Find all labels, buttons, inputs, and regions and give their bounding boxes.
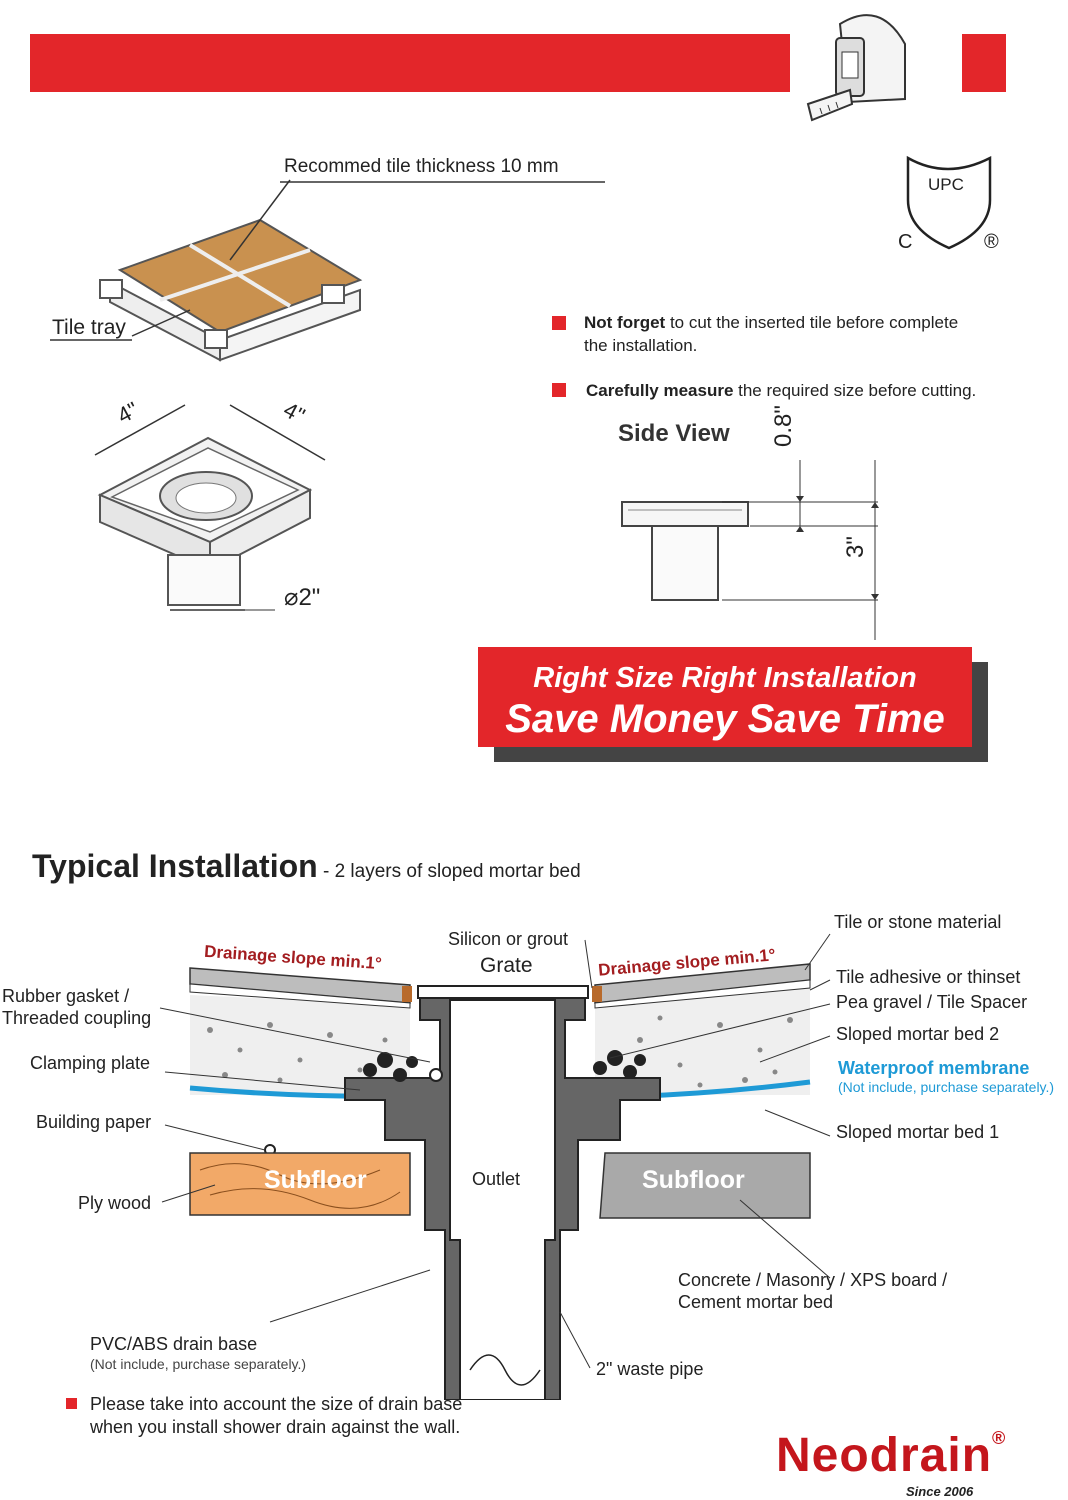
installation-cross-section bbox=[159, 933, 831, 1400]
label-waste-pipe: 2" waste pipe bbox=[596, 1359, 704, 1379]
note-1-rest: to cut the inserted tile before complete bbox=[665, 313, 959, 332]
note-1-line2: the installation. bbox=[584, 336, 698, 355]
note-bullet bbox=[552, 316, 566, 330]
installation-title-rest: - 2 layers of sloped mortar bed bbox=[317, 861, 581, 882]
label-clamping-plate: Clamping plate bbox=[30, 1053, 151, 1073]
side-view-title: Side View bbox=[618, 420, 730, 447]
tile-tray-label: Tile tray bbox=[52, 316, 126, 339]
label-threaded-coupling: Threaded coupling bbox=[2, 1008, 152, 1028]
promo-box: Right Size Right Installation Save Money… bbox=[478, 647, 972, 747]
label-subfloor-right: Subfloor bbox=[642, 1166, 745, 1194]
note-1: Not forget to cut the inserted tile befo… bbox=[584, 311, 1024, 357]
drain-illustration bbox=[50, 179, 605, 611]
label-sloped-bed-2: Sloped mortar bed 2 bbox=[836, 1024, 1000, 1044]
label-outlet: Outlet bbox=[472, 1169, 521, 1189]
side-dim-body: 3" bbox=[842, 536, 869, 558]
label-building-paper: Building paper bbox=[36, 1112, 152, 1132]
note-2-bold: Carefully measure bbox=[586, 381, 734, 400]
label-pea-gravel: Pea gravel / Tile Spacer bbox=[836, 992, 1028, 1012]
upc-cert-icon: UPC C ® bbox=[898, 155, 999, 253]
label-rubber-gasket: Rubber gasket / bbox=[2, 986, 130, 1006]
label-concrete-2: Cement mortar bed bbox=[678, 1292, 834, 1312]
note-bullet bbox=[552, 383, 566, 397]
installation-title-bold: Typical Installation bbox=[32, 848, 318, 884]
label-tile-or-stone: Tile or stone material bbox=[834, 912, 1002, 932]
footer-note: Please take into account the size of dra… bbox=[90, 1393, 462, 1439]
brand-logo: Neodrain® bbox=[776, 1428, 1006, 1483]
side-dim-top: 0.8" bbox=[770, 405, 797, 447]
label-tile-adhesive: Tile adhesive or thinset bbox=[836, 967, 1021, 987]
label-waterproof-note: (Not include, purchase separately.) bbox=[838, 1079, 1055, 1095]
label-sloped-bed-1: Sloped mortar bed 1 bbox=[836, 1122, 1000, 1142]
upc-text: UPC bbox=[928, 175, 964, 194]
brand-since: Since 2006 bbox=[906, 1484, 974, 1499]
page-title: Important size of 4" Tile-in Square Drai… bbox=[82, 102, 719, 139]
tape-measure-icon bbox=[806, 14, 906, 122]
note-2-rest: the required size before cutting. bbox=[733, 381, 977, 400]
label-ply-wood: Ply wood bbox=[78, 1193, 152, 1213]
cert-registered: ® bbox=[984, 231, 999, 253]
footer-note-line-2: when you install shower drain against th… bbox=[90, 1417, 461, 1437]
diameter-label: ⌀2" bbox=[284, 584, 321, 611]
label-concrete-1: Concrete / Masonry / XPS board / bbox=[678, 1270, 948, 1290]
brand-name: Neodrain bbox=[776, 1429, 993, 1482]
side-view-diagram bbox=[621, 460, 879, 640]
label-pvc-base: PVC/ABS drain base bbox=[90, 1334, 258, 1354]
label-subfloor-left: Subfloor bbox=[264, 1166, 367, 1194]
corner-accent bbox=[962, 34, 1006, 92]
promo-line-1: Right Size Right Installation bbox=[533, 662, 917, 694]
note-1-bold: Not forget bbox=[584, 313, 666, 332]
label-silicon-grout: Silicon or grout bbox=[448, 929, 569, 949]
footer-bullet bbox=[66, 1398, 77, 1409]
brand-registered: ® bbox=[992, 1428, 1007, 1448]
tile-thickness-label: Recommed tile thickness 10 mm bbox=[284, 156, 559, 177]
label-pvc-note: (Not include, purchase separately.) bbox=[90, 1356, 307, 1372]
cert-c-letter: C bbox=[898, 231, 912, 253]
label-grate: Grate bbox=[480, 954, 533, 977]
header-banner: Important size of 4" Tile-in Square Drai… bbox=[30, 34, 790, 139]
footer-note-line-1: Please take into account the size of dra… bbox=[90, 1394, 463, 1414]
installation-title: Typical Installation - 2 layers of slope… bbox=[32, 848, 581, 885]
note-2: Carefully measure the required size befo… bbox=[586, 379, 1026, 402]
promo-line-2: Save Money Save Time bbox=[505, 697, 945, 741]
label-waterproof: Waterproof membrane bbox=[838, 1058, 1030, 1078]
